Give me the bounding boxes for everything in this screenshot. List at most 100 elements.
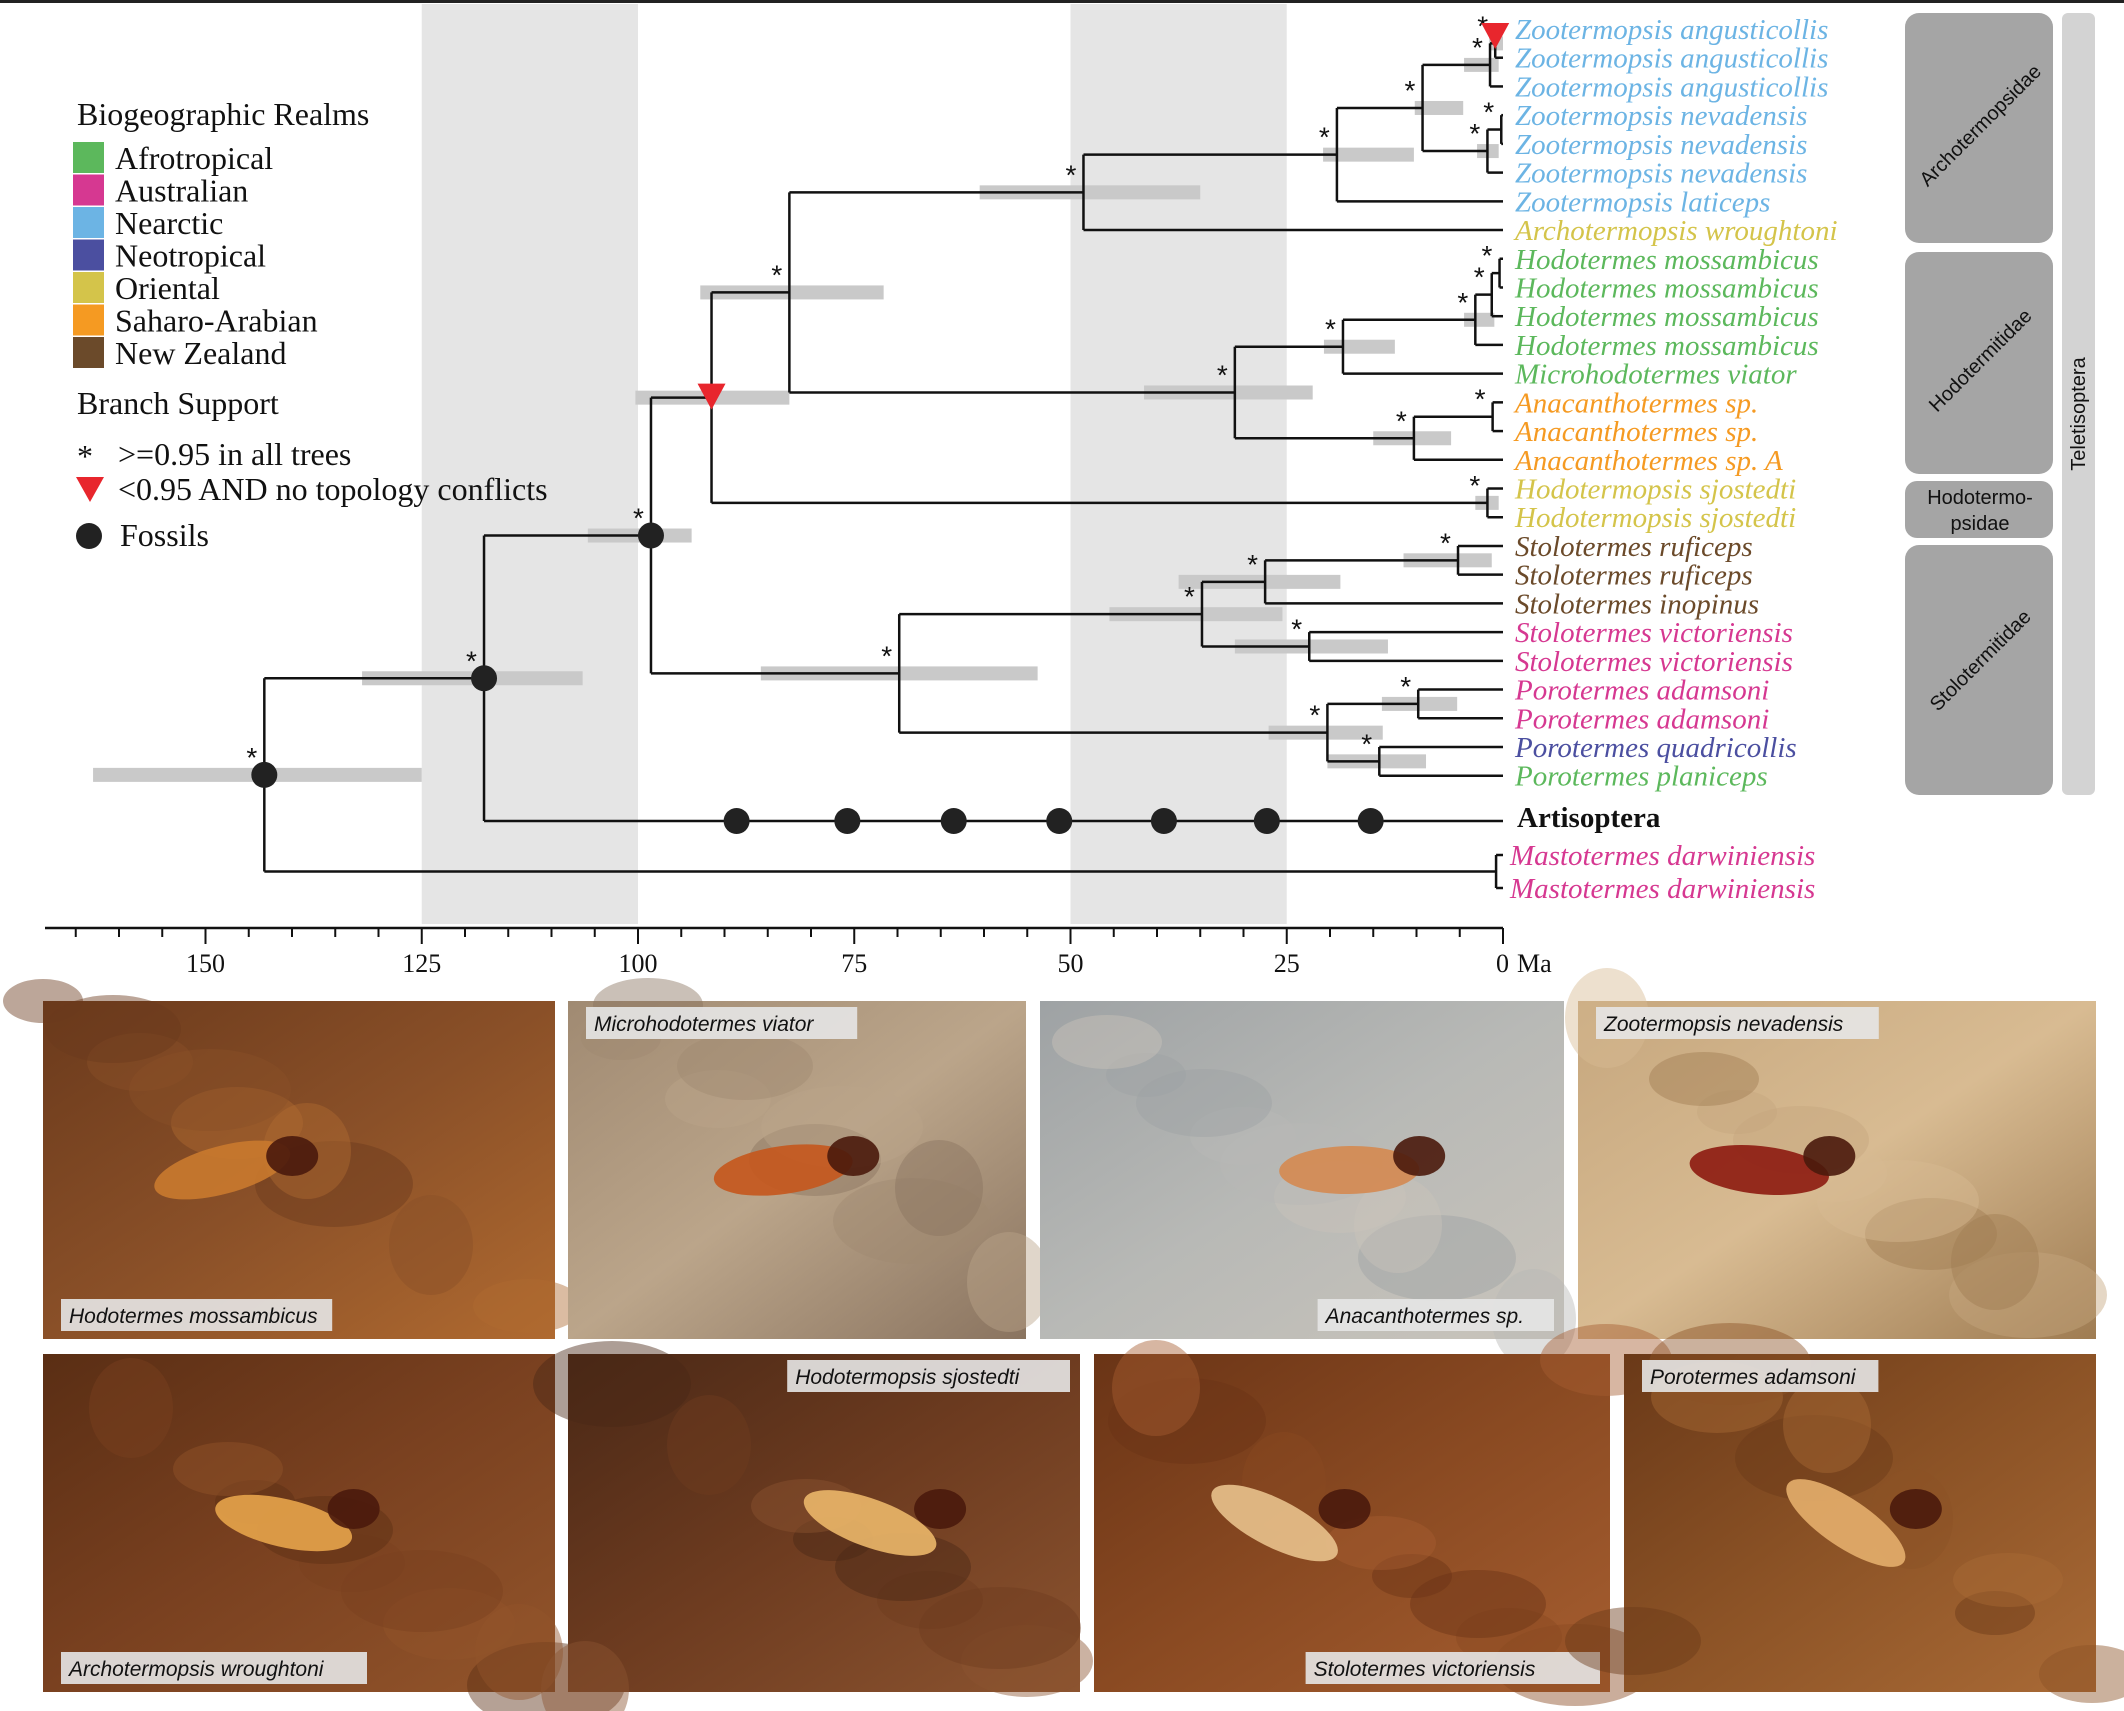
axis-label-100: 100 xyxy=(619,949,658,978)
photo-texture-5-3 xyxy=(533,1341,691,1427)
outgroup-label-0: Mastotermes darwiniensis xyxy=(1509,840,1815,872)
photo-panel-4: Archotermopsis wroughtoni xyxy=(43,1354,625,1711)
photo-texture-1-4 xyxy=(967,1232,1051,1332)
termite-head-2 xyxy=(1393,1136,1446,1176)
photo-texture-3-8 xyxy=(1951,1214,2039,1310)
time-band-1 xyxy=(1070,4,1287,924)
photo-texture-6-0 xyxy=(1372,1554,1452,1598)
taxon-label-5: Zootermopsis nevadensis xyxy=(1515,158,1807,190)
axis-label-150: 150 xyxy=(186,949,225,978)
hpd-bar-sv xyxy=(1234,639,1388,654)
hpd-bar-archhodo xyxy=(700,285,884,300)
photo-texture-3-7 xyxy=(1817,1160,1979,1242)
termite-head-5 xyxy=(914,1489,967,1529)
legend-swatch-6 xyxy=(73,337,104,368)
taxon-label-4: Zootermopsis nevadensis xyxy=(1515,129,1807,161)
support-triangle-ahh xyxy=(697,383,726,410)
support-star-hm123: * xyxy=(1474,262,1485,293)
support-star-stolo: * xyxy=(1184,581,1195,612)
support-star-hodo: * xyxy=(1217,359,1228,390)
support-star-za12: * xyxy=(1477,10,1488,41)
photo-panel-5: Hodotermopsis sjostedti xyxy=(533,1341,1093,1711)
photo-texture-0-7 xyxy=(129,1049,291,1131)
photo-texture-1-6 xyxy=(677,1032,813,1100)
taxon-label-1: Zootermopsis angusticollis xyxy=(1515,43,1828,75)
hpd-bar-arch xyxy=(979,185,1201,200)
legend-realm-6: New Zealand xyxy=(115,335,286,371)
fossil-marker-4 xyxy=(1150,808,1177,834)
support-star-hmmv: * xyxy=(1325,314,1336,345)
taxon-label-2: Zootermopsis angusticollis xyxy=(1515,71,1828,103)
taxon-label-15: Anacanthotermes sp. A xyxy=(1513,445,1783,477)
fossil-node-root xyxy=(251,761,278,788)
axis-label-50: 50 xyxy=(1058,949,1084,978)
photo-texture-4-2 xyxy=(383,1588,515,1660)
clade-box-stolotermitidae xyxy=(1905,545,2053,795)
legend-realm-2: Nearctic xyxy=(115,205,223,241)
taxon-label-3: Zootermopsis nevadensis xyxy=(1515,100,1807,132)
taxon-label-20: Stolotermes inopinus xyxy=(1515,588,1759,620)
legend-triangle-icon xyxy=(76,477,104,502)
hpd-bar-zoo xyxy=(1323,147,1414,162)
termite-body-4 xyxy=(215,1494,353,1552)
photo-texture-1-8 xyxy=(895,1140,983,1236)
support-star-hm: * xyxy=(1457,287,1468,318)
termite-head-3 xyxy=(1803,1136,1856,1176)
photo-panel-7: Porotermes adamsoni xyxy=(1565,1323,2124,1703)
taxon-label-13: Anacanthotermes sp. xyxy=(1513,387,1758,419)
axis-label-25: 25 xyxy=(1274,949,1300,978)
fossil-markers xyxy=(251,522,1384,834)
photo-texture-2-5 xyxy=(1052,1015,1162,1069)
axis-unit: Ma xyxy=(1517,949,1552,978)
photo-texture-6-3 xyxy=(1108,1378,1266,1464)
support-star-zn23: * xyxy=(1483,97,1494,128)
photo-panel-3: Zootermopsis nevadensis xyxy=(1565,968,2107,1339)
photo-texture-6-1 xyxy=(1456,1608,1562,1666)
axis-label-125: 125 xyxy=(402,949,441,978)
clade-hodotermitidae: Hodotermitidae xyxy=(1905,252,2053,474)
photo-texture-6-6 xyxy=(1410,1570,1546,1638)
legend-swatch-5 xyxy=(73,304,104,336)
taxon-label-25: Porotermes quadricollis xyxy=(1514,732,1797,764)
taxon-label-9: Hodotermes mossambicus xyxy=(1514,272,1819,304)
support-star-zoo: * xyxy=(1319,122,1330,153)
photo-texture-7-1 xyxy=(2039,1645,2124,1703)
support-star-poro: * xyxy=(1309,700,1320,731)
fossil-marker-0 xyxy=(723,808,750,834)
termite-head-0 xyxy=(266,1136,319,1176)
support-star-zn: * xyxy=(1469,118,1480,149)
photo-label-1: Microhodotermes viator xyxy=(594,1013,814,1036)
taxon-label-16: Hodotermopsis sjostedti xyxy=(1514,474,1796,506)
legend-realms-list: AfrotropicalAustralianNearcticNeotropica… xyxy=(73,140,318,371)
legend-star-icon: * xyxy=(77,438,93,474)
clade-box-hodotermitidae xyxy=(1905,252,2053,474)
clade-box-teletisoptera xyxy=(2062,13,2095,795)
support-star-zazn: * xyxy=(1405,75,1416,106)
support-star-arch: * xyxy=(1065,159,1076,190)
legend: Biogeographic Realms AfrotropicalAustral… xyxy=(73,96,548,553)
legend-swatch-1 xyxy=(73,174,104,206)
clade-stolotermitidae: Stolotermitidae xyxy=(1905,545,2053,795)
support-star-tele: * xyxy=(633,503,644,534)
photo-texture-4-4 xyxy=(89,1358,173,1458)
photo-texture-7-6 xyxy=(1565,1607,1701,1675)
taxon-label-7: Archotermopsis wroughtoni xyxy=(1513,215,1838,247)
taxon-label-24: Porotermes adamsoni xyxy=(1514,703,1769,735)
termite-body-2 xyxy=(1279,1145,1420,1195)
termite-body-0 xyxy=(154,1140,291,1200)
photo-texture-2-6 xyxy=(1136,1069,1272,1137)
support-star-stp: * xyxy=(881,640,892,671)
fossil-marker-1 xyxy=(834,808,861,834)
support-star-an12: * xyxy=(1475,384,1486,415)
taxon-label-0: Zootermopsis angusticollis xyxy=(1515,14,1828,46)
legend-fossil-icon xyxy=(76,523,102,549)
fossil-marker-5 xyxy=(1253,808,1280,834)
photo-texture-0-0 xyxy=(3,979,83,1023)
taxon-label-22: Stolotermes victoriensis xyxy=(1515,646,1793,678)
photo-label-bg-1 xyxy=(586,1007,858,1039)
fossil-node-art xyxy=(471,665,498,692)
photo-texture-1-3 xyxy=(833,1178,991,1264)
